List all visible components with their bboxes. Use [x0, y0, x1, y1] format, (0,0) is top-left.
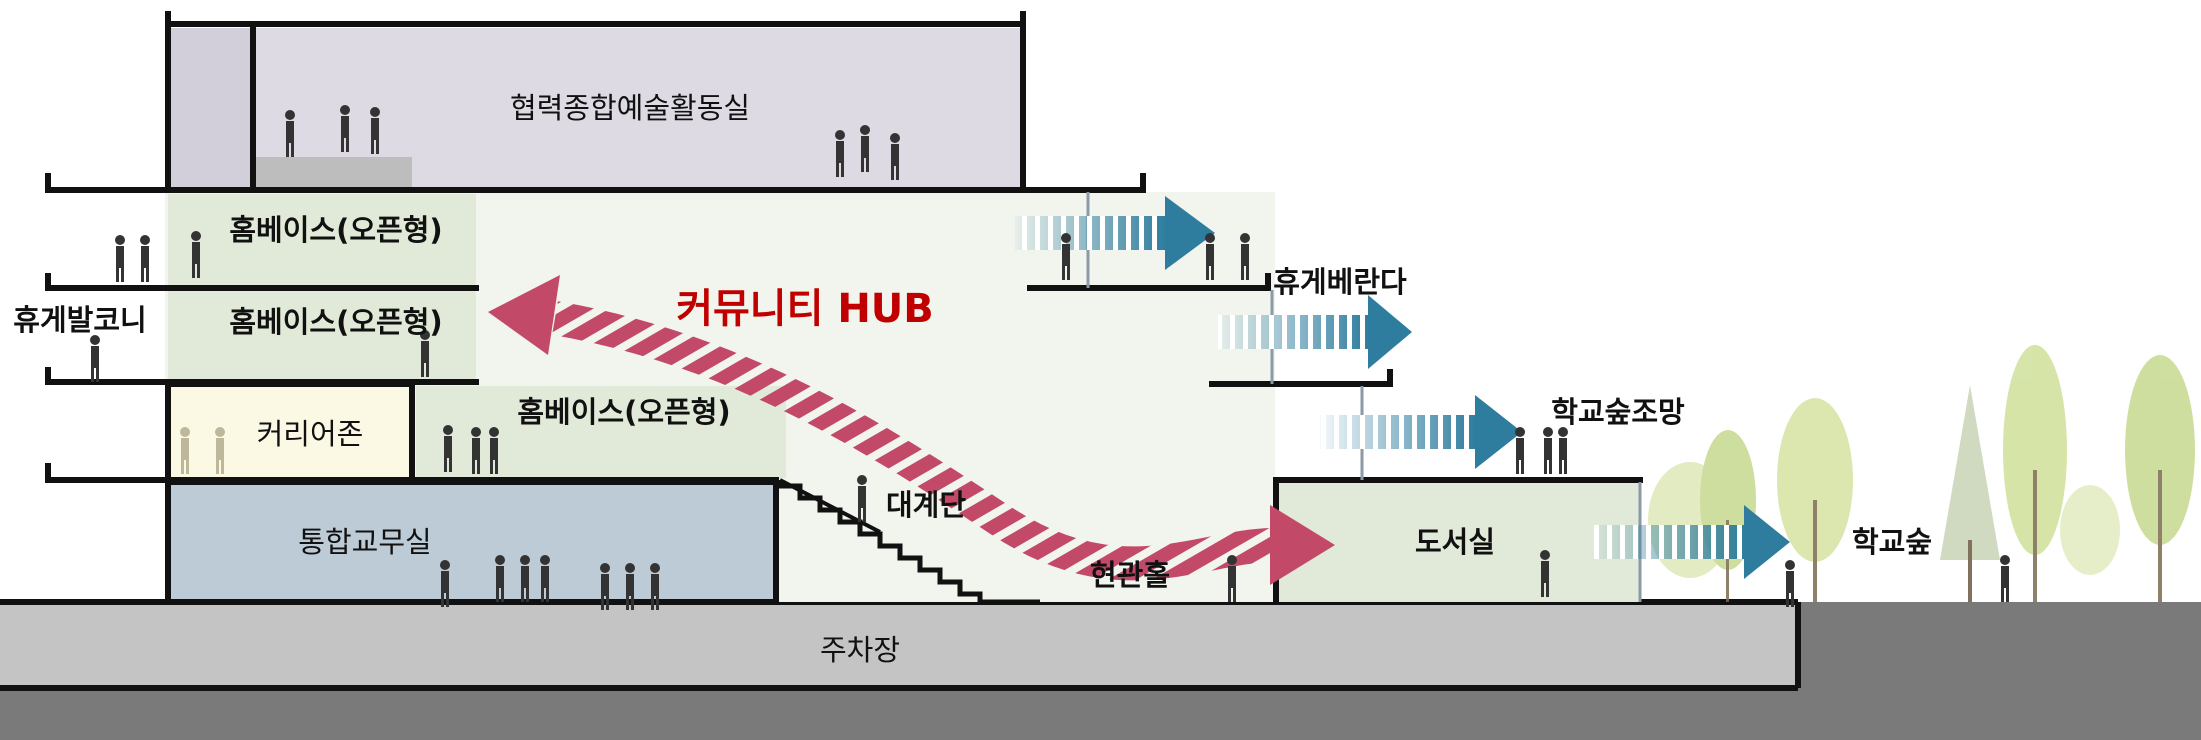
top-room-side [168, 28, 253, 190]
veranda-label: 휴게베란다 [1273, 265, 1407, 299]
balcony-label: 휴게발코니 [13, 303, 146, 337]
parking-area [0, 602, 1798, 688]
career-zone-room [168, 386, 412, 478]
ground-right [1798, 602, 2201, 740]
hub-label: 커뮤니티 HUB [676, 286, 934, 332]
stairs-label: 대계단 [886, 488, 966, 522]
hall-label: 현관홀 [1090, 558, 1170, 592]
forest-view-label: 학교숲조망 [1551, 395, 1685, 429]
parking-label: 주차장 [820, 633, 900, 667]
career-zone-label: 커리어존 [257, 417, 364, 451]
arrow-forest-view [1320, 395, 1522, 469]
library-room [1276, 482, 1640, 602]
arrow-veranda-lower [1218, 295, 1412, 369]
homebase-1-label: 홈베이스(오픈형) [229, 213, 442, 247]
homebase-1-zone [168, 194, 476, 286]
structure-lines [45, 11, 1643, 605]
school-forest-trees [1648, 345, 2195, 602]
people-silhouettes [90, 105, 2010, 610]
office-room [168, 482, 776, 602]
library-label: 도서실 [1415, 525, 1495, 559]
school-forest-label: 학교숲 [1852, 525, 1932, 559]
homebase-2-label: 홈베이스(오픈형) [229, 305, 442, 339]
homebase-3-label: 홈베이스(오픈형) [517, 395, 730, 429]
top-room-label: 협력종합예술활동실 [510, 91, 750, 125]
community-hub-arrow [488, 275, 1335, 585]
arrow-veranda-upper [1015, 196, 1215, 270]
career-zone-figures [180, 427, 225, 474]
office-label: 통합교무실 [298, 525, 431, 559]
arrow-school-forest [1594, 505, 1790, 579]
